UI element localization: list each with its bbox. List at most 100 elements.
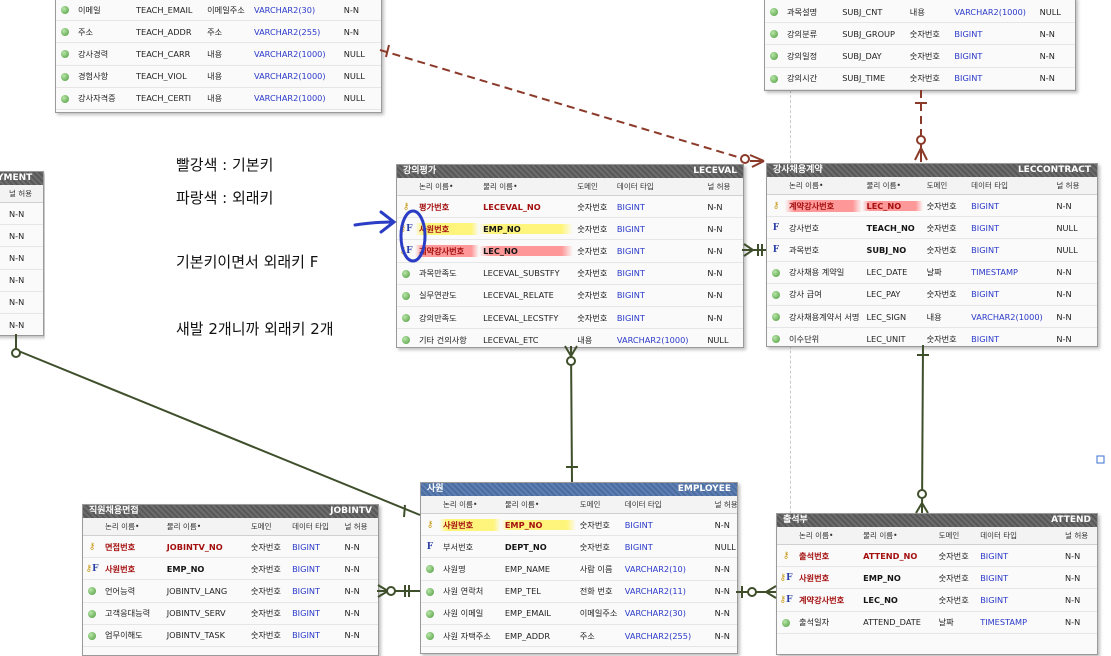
- col-header-domain: 도메인: [250, 522, 272, 531]
- attribute-icon: [61, 72, 69, 81]
- entity-row[interactable]: N-N: [0, 225, 43, 248]
- data-type: BIGINT: [954, 50, 983, 61]
- domain: 숫자번호: [250, 630, 281, 641]
- logical-name: 과목설명: [787, 6, 818, 17]
- primary-foreign-key-icon: ⚷F: [779, 595, 793, 606]
- logical-name: 사원 이메일: [443, 608, 484, 619]
- col-header-type: 데이터 타입: [616, 182, 654, 191]
- domain: 숫자번호: [250, 585, 281, 596]
- logical-name: 출석일자: [799, 617, 830, 628]
- col-header-domain: 도메인: [577, 182, 598, 191]
- entity-row[interactable]: N-N: [0, 292, 43, 314]
- domain: 내용: [207, 93, 223, 104]
- entity-row[interactable]: N-N: [0, 270, 43, 292]
- row-icon: [397, 268, 415, 278]
- physical-name: LEC_NO: [862, 200, 923, 211]
- domain: 이메일주소: [207, 4, 245, 15]
- physical-name: LECEVAL_SUBSTFY: [483, 268, 560, 279]
- data-type: VARCHAR2(10): [624, 563, 686, 574]
- domain: 숫자번호: [579, 541, 610, 552]
- row-icon: [421, 608, 439, 618]
- entity-row[interactable]: N-N: [0, 247, 43, 270]
- attribute-icon: [402, 336, 410, 345]
- physical-name: ATTEND_NO: [863, 550, 918, 561]
- col-header-logical: 논리 이름•: [799, 531, 834, 540]
- data-type: BIGINT: [954, 73, 983, 84]
- col-header-logical: 논리 이름•: [789, 181, 824, 190]
- logical-name: 계약강사번호: [785, 199, 863, 212]
- row-icon: [83, 608, 101, 618]
- attribute-icon: [402, 314, 410, 323]
- col-null-label: 널 허용: [9, 189, 33, 198]
- data-type: BIGINT: [292, 608, 320, 619]
- data-type: BIGINT: [292, 585, 320, 596]
- attribute-icon: [61, 50, 69, 59]
- attribute-icon: [772, 335, 780, 344]
- physical-name: TEACH_EMAIL: [136, 4, 193, 15]
- relation-employee-attend: [736, 585, 777, 599]
- entity-row[interactable]: N-N: [0, 314, 43, 335]
- entity-row[interactable]: N-N: [0, 203, 43, 226]
- physical-name: TEACH_NO: [866, 222, 915, 233]
- col-header-null: 널 허용: [344, 522, 368, 531]
- nullable: N-N: [714, 563, 730, 574]
- nullable: N-N: [1056, 267, 1072, 278]
- domain: 숫자번호: [909, 50, 940, 61]
- entity-header: 강의평가 LECEVAL: [397, 165, 743, 178]
- physical-name: SUBJ_CNT: [842, 6, 883, 17]
- logical-name: 계약강사번호: [799, 594, 845, 605]
- col-header-physical: 물리 이름•: [166, 522, 202, 531]
- foreign-key-icon: F: [426, 542, 434, 553]
- logical-name: 강사채용계약서 서명: [789, 311, 860, 322]
- logical-name: 기타 건의사항: [419, 334, 467, 345]
